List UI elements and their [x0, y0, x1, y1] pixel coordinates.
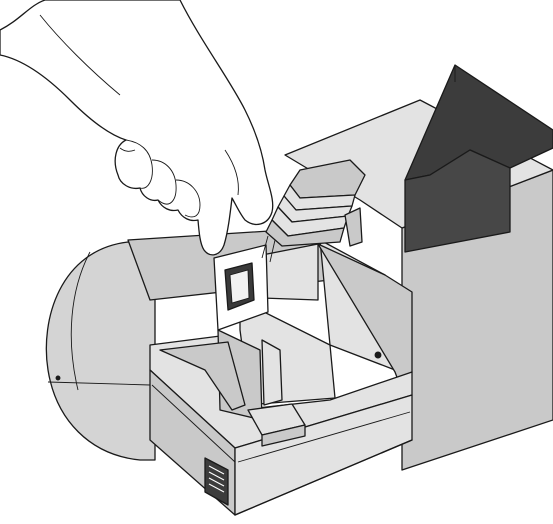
tray-dividers [159, 243, 336, 447]
base-edge [234, 439, 413, 516]
tray-box-groove-left [151, 384, 236, 463]
knuckle [119, 147, 136, 152]
slide [213, 244, 269, 331]
drum-side [45, 241, 156, 461]
hand-outline [0, 0, 274, 256]
drum-seam [47, 381, 151, 386]
finger-3 [175, 179, 201, 218]
tray-hole [374, 351, 382, 359]
divider-front-right [261, 339, 283, 406]
tray-floor-track [159, 341, 246, 411]
lever-top [289, 159, 366, 199]
lever-rod [261, 235, 269, 259]
tray-box-groove [237, 411, 411, 463]
drum-rim [70, 251, 91, 391]
hand-icon [0, 0, 274, 256]
finger-2 [151, 159, 177, 205]
hatched-label-icon [204, 457, 229, 506]
drum-dot [55, 375, 61, 381]
drum-housing [45, 241, 156, 461]
hood-front-face [404, 149, 511, 253]
gripper-lever [261, 159, 366, 263]
lever-base [265, 219, 345, 247]
finger-1 [125, 139, 153, 189]
thumb-crease [224, 149, 239, 196]
palm-line [39, 14, 121, 96]
dark-hood [404, 64, 553, 253]
lever-rod-2 [269, 239, 276, 263]
slide-pusher-front [261, 424, 306, 447]
slide-window-inner [229, 269, 250, 304]
lever-clip [344, 207, 363, 247]
